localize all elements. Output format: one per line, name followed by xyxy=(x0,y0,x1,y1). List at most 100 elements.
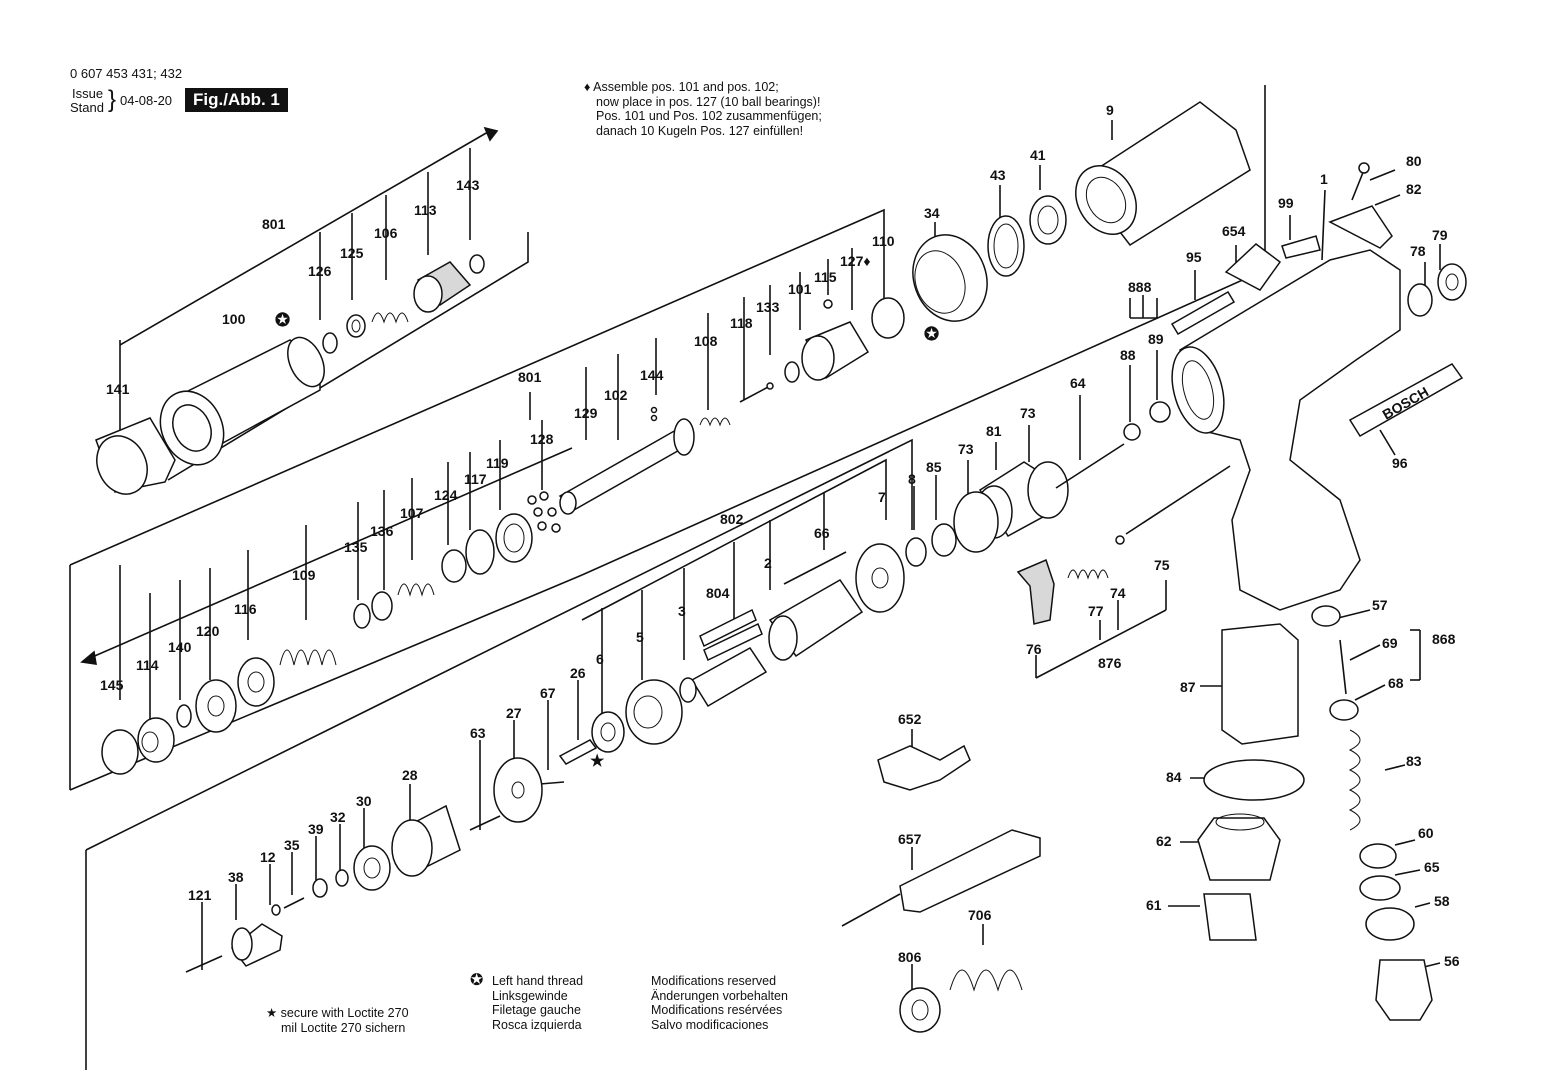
label-30: 30 xyxy=(356,793,372,809)
loctite-note-line: mil Loctite 270 sichern xyxy=(281,1020,406,1035)
label-107: 107 xyxy=(400,505,424,521)
label-141: 141 xyxy=(106,381,130,397)
label-66: 66 xyxy=(814,525,830,541)
part-652 xyxy=(877,744,971,791)
part-114 xyxy=(137,717,175,763)
label-57: 57 xyxy=(1372,597,1388,613)
part-89 xyxy=(1149,401,1171,423)
part-119 xyxy=(495,513,533,563)
label-140: 140 xyxy=(168,639,192,655)
label-652: 652 xyxy=(898,711,922,727)
assembly-note-line: danach 10 Kugeln Pos. 127 einfüllen! xyxy=(596,123,804,138)
thread-note-line: Linksgewinde xyxy=(492,988,568,1003)
assembly-note-line: now place in pos. 127 (10 ball bearings)… xyxy=(596,94,821,109)
part-66 xyxy=(783,551,847,585)
label-34: 34 xyxy=(924,205,940,221)
part-85 xyxy=(931,523,957,557)
part-99 xyxy=(1281,235,1321,259)
part-64 xyxy=(1055,443,1125,489)
label-888: 888 xyxy=(1128,279,1152,295)
part-145 xyxy=(101,729,139,775)
part-109 xyxy=(279,649,337,666)
part-32 xyxy=(335,869,349,887)
label-67: 67 xyxy=(540,685,556,701)
label-81: 81 xyxy=(986,423,1002,439)
label-121: 121 xyxy=(188,887,212,903)
label-124: 124 xyxy=(434,487,458,503)
thread-note: ✪ Left hand thread Linksgewinde Filetage… xyxy=(470,973,584,1032)
part-56 xyxy=(1375,959,1433,1021)
label-73a: 73 xyxy=(1020,405,1036,421)
label-83: 83 xyxy=(1406,753,1422,769)
part-135 xyxy=(353,603,371,629)
part-144 xyxy=(650,406,658,422)
part-63 xyxy=(469,815,501,831)
part-35 xyxy=(283,897,305,909)
label-77: 77 xyxy=(1088,603,1104,619)
label-133: 133 xyxy=(756,299,780,315)
part-73b xyxy=(1027,461,1069,519)
label-117: 117 xyxy=(464,471,487,487)
modifications-note-line: Änderungen vorbehalten xyxy=(651,988,788,1003)
label-32: 32 xyxy=(330,809,346,825)
leader-lines-upper xyxy=(319,148,471,320)
leader-lines-right xyxy=(911,120,1441,990)
part-67 xyxy=(539,781,565,785)
label-118: 118 xyxy=(730,315,753,331)
part-100 xyxy=(159,336,325,466)
label-85: 85 xyxy=(926,459,942,475)
part-65 xyxy=(1359,875,1401,901)
label-6: 6 xyxy=(596,651,604,667)
label-136: 136 xyxy=(370,523,394,539)
part-133 xyxy=(784,361,800,383)
modifications-note-line: Modifications resérvées xyxy=(651,1003,783,1017)
label-801-top: 801 xyxy=(262,216,286,232)
loctite-marker-icon: ★ xyxy=(590,753,605,770)
label-868: 868 xyxy=(1432,631,1456,647)
label-2: 2 xyxy=(764,555,772,571)
label-35: 35 xyxy=(284,837,300,853)
label-41: 41 xyxy=(1030,147,1046,163)
part-82 xyxy=(1328,205,1393,249)
part-1-housing xyxy=(1171,249,1401,611)
label-101: 101 xyxy=(788,281,812,297)
label-106: 106 xyxy=(374,225,398,241)
part-28 xyxy=(391,804,461,877)
label-801-mid: 801 xyxy=(518,369,542,385)
modifications-note-line: Salvo modificaciones xyxy=(651,1017,769,1032)
label-68: 68 xyxy=(1388,675,1404,691)
label-143: 143 xyxy=(456,177,480,193)
label-58: 58 xyxy=(1434,893,1450,909)
part-80 xyxy=(1351,162,1370,201)
label-806: 806 xyxy=(898,949,922,965)
part-12 xyxy=(271,904,281,916)
part-140 xyxy=(176,704,192,728)
part-806 xyxy=(899,987,941,1033)
part-68 xyxy=(1329,699,1359,721)
part-83 xyxy=(1348,729,1361,831)
part-62 xyxy=(1197,813,1281,881)
label-110: 110 xyxy=(872,233,895,249)
loctite-note: ★ secure with Loctite 270 mil Loctite 27… xyxy=(266,1006,409,1035)
label-126: 126 xyxy=(308,263,332,279)
part-60 xyxy=(1359,843,1397,869)
part-88 xyxy=(1123,423,1141,441)
label-56: 56 xyxy=(1444,953,1460,969)
part-2 xyxy=(768,579,864,661)
label-65: 65 xyxy=(1424,859,1440,875)
label-76: 76 xyxy=(1026,641,1042,657)
label-100: 100 xyxy=(222,311,246,327)
part-117 xyxy=(465,529,495,575)
stand-label: Stand xyxy=(70,100,104,115)
label-73b: 73 xyxy=(958,441,974,457)
thread-note-line: Filetage gauche xyxy=(492,1003,581,1017)
part-8 xyxy=(905,537,927,567)
thread-note-line: Left hand thread xyxy=(492,974,584,988)
figure-badge: Fig./Abb. 1 xyxy=(185,88,288,112)
label-135: 135 xyxy=(344,539,368,555)
label-8: 8 xyxy=(908,471,916,487)
label-804: 804 xyxy=(706,585,730,601)
part-101 xyxy=(801,321,870,381)
label-62: 62 xyxy=(1156,833,1172,849)
